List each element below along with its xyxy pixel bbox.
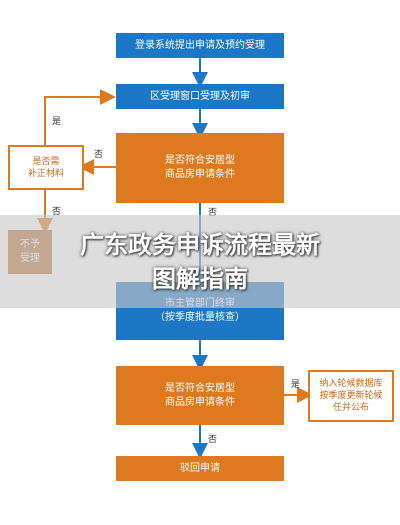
banner-line2: 图解指南	[152, 264, 248, 293]
step-window-label: 区受理窗口受理及初审	[150, 90, 250, 102]
supplement-line2: 补正材料	[27, 168, 64, 179]
publish-line2: 按季度更新轮候	[319, 391, 383, 401]
final-label: 驳回申请	[180, 462, 220, 474]
decision1-line1: 是否符合安居型	[165, 155, 235, 166]
arrow-supplement-step2	[44, 89, 116, 145]
label-no-check1: 否	[94, 150, 104, 160]
decision-eligibility-2: 是否符合安居型 商品房申请条件	[116, 366, 284, 425]
publish-line1: 纳入轮候数据库	[319, 379, 383, 389]
publish-line3: 任并公布	[332, 403, 369, 413]
step-submit-label: 登录系统提出申请及预约受理	[135, 39, 265, 51]
decision-supplement-materials: 是否需 补正材料	[8, 145, 84, 190]
decision2-line2: 商品房申请条件	[165, 396, 235, 408]
label-no-supplement: 否	[52, 207, 62, 217]
label-no-check2: 否	[208, 435, 218, 445]
title-banner: 广东政务申诉流程最新 图解指南	[0, 215, 400, 308]
label-yes-supplement: 是	[52, 117, 62, 127]
label-yes-check2: 是	[291, 380, 301, 390]
decision2-line1: 是否符合安居型	[165, 382, 235, 394]
label-no-check1-down: 否	[208, 208, 218, 218]
decision-eligibility-1: 是否符合安居型 商品房申请条件	[116, 133, 284, 203]
city-review-line2: （按季度批量核查）	[155, 312, 245, 323]
banner-line1: 广东政务申诉流程最新	[80, 230, 320, 259]
step-reject-application: 驳回申请	[116, 456, 284, 481]
supplement-line1: 是否需	[32, 156, 60, 167]
step-waitlist-publish: 纳入轮候数据库 按季度更新轮候 任并公布	[308, 370, 394, 422]
decision1-line2: 商品房申请条件	[165, 169, 235, 180]
step-submit-application: 登录系统提出申请及预约受理	[116, 33, 284, 58]
step-window-review: 区受理窗口受理及初审	[116, 84, 284, 109]
